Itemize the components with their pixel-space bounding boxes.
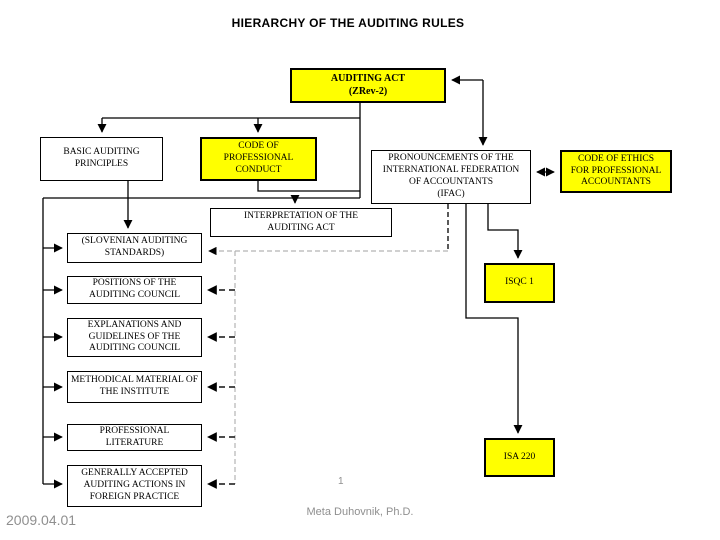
box-interpretation-of-auditing-act: INTERPRETATION OF THE AUDITING ACT [210, 208, 392, 237]
footer-author: Meta Duhovnik, Ph.D. [306, 506, 414, 518]
box-ifac-pronouncements: PRONOUNCEMENTS OF THE INTERNATIONAL FEDE… [371, 150, 531, 204]
box-basic-auditing-principles: BASIC AUDITING PRINCIPLES [40, 137, 163, 181]
box-generally-accepted-actions: GENERALLY ACCEPTED AUDITING ACTIONS IN F… [67, 465, 202, 507]
box-professional-literature: PROFESSIONAL LITERATURE [67, 424, 202, 451]
box-code-of-professional-conduct: CODE OF PROFESSIONAL CONDUCT [200, 137, 317, 181]
box-auditing-act: AUDITING ACT (ZRev-2) [290, 68, 446, 103]
box-methodical-material: METHODICAL MATERIAL OF THE INSTITUTE [67, 371, 202, 403]
footer-date: 2009.04.01 [6, 512, 77, 528]
slide-title: HIERARCHY OF THE AUDITING RULES [231, 16, 465, 30]
page-number: 1 [338, 476, 344, 487]
box-isa-220: ISA 220 [484, 438, 555, 477]
box-explanations-and-guidelines: EXPLANATIONS AND GUIDELINES OF THE AUDIT… [67, 318, 202, 357]
box-slovenian-auditing-standards: (SLOVENIAN AUDITING STANDARDS) [67, 233, 202, 263]
box-isqc-1: ISQC 1 [484, 263, 555, 303]
box-positions-of-auditing-council: POSITIONS OF THE AUDITING COUNCIL [67, 276, 202, 304]
box-code-of-ethics: CODE OF ETHICS FOR PROFESSIONAL ACCOUNTA… [560, 150, 672, 193]
